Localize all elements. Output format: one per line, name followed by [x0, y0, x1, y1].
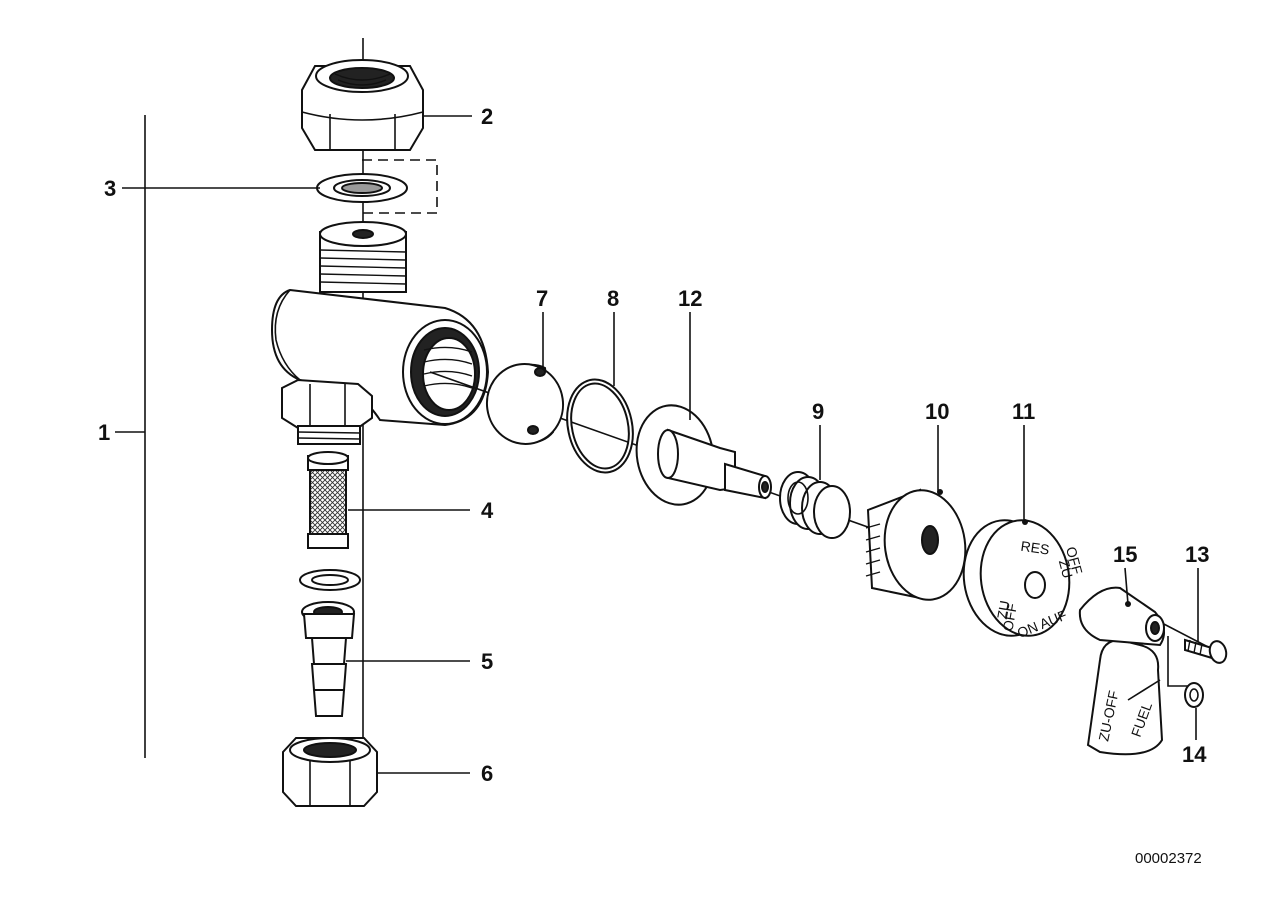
- part-6-union-nut: [282, 737, 470, 807]
- assembly-bracket: [115, 115, 146, 758]
- dial-text-off-right: OFF: [1063, 545, 1086, 576]
- dial-text-res: RES: [1020, 538, 1051, 558]
- part-2-union-nut: [301, 59, 424, 151]
- label-part-1: 1: [98, 420, 110, 445]
- part-3-sealing-washer: [316, 159, 438, 214]
- label-part-7: 7: [536, 286, 548, 311]
- part-13-screw: [1184, 568, 1228, 664]
- part-8-o-ring: [566, 378, 634, 474]
- label-part-12: 12: [678, 286, 702, 311]
- label-part-8: 8: [607, 286, 619, 311]
- part-15-tap-lever: ZU-OFF FUEL: [1078, 586, 1165, 756]
- label-part-9: 9: [812, 399, 824, 424]
- label-part-5: 5: [481, 649, 493, 674]
- part-5-hose-nipple: [301, 601, 470, 717]
- label-part-13: 13: [1185, 542, 1209, 567]
- label-part-2: 2: [481, 104, 493, 129]
- screw-axis-line: [1159, 621, 1211, 649]
- part-9-spring: [779, 471, 851, 539]
- dial-text-zu-left: ZU: [994, 599, 1013, 620]
- label-part-3: 3: [104, 176, 116, 201]
- part-4-filter-screen: [307, 451, 470, 549]
- label-part-4: 4: [481, 498, 494, 523]
- dial-text-zu-right: ZU: [1056, 558, 1076, 580]
- part-labels: 1 2 3 4 5 6 7 8 12 9 10 11 15 13 14: [98, 104, 1209, 786]
- part-12-valve-spindle: [635, 404, 772, 506]
- part-10-threaded-cap: [865, 488, 967, 601]
- tap-body: [270, 221, 490, 445]
- part-7-seal-disc: [485, 363, 565, 445]
- diagram-reference-number: 00002372: [1135, 850, 1202, 867]
- dial-text-off-left: OFF: [999, 602, 1020, 632]
- part-11-dial-plate: RES ZU OFF ZU OFF ON AUF: [962, 519, 1086, 641]
- part-5-washer: [299, 569, 361, 591]
- label-part-14: 14: [1182, 742, 1207, 767]
- label-part-15: 15: [1113, 542, 1137, 567]
- label-part-10: 10: [925, 399, 949, 424]
- label-part-11: 11: [1012, 399, 1035, 424]
- part-14-lock-washer: [1167, 636, 1204, 740]
- label-part-6: 6: [481, 761, 493, 786]
- leader-lines: [122, 115, 1129, 605]
